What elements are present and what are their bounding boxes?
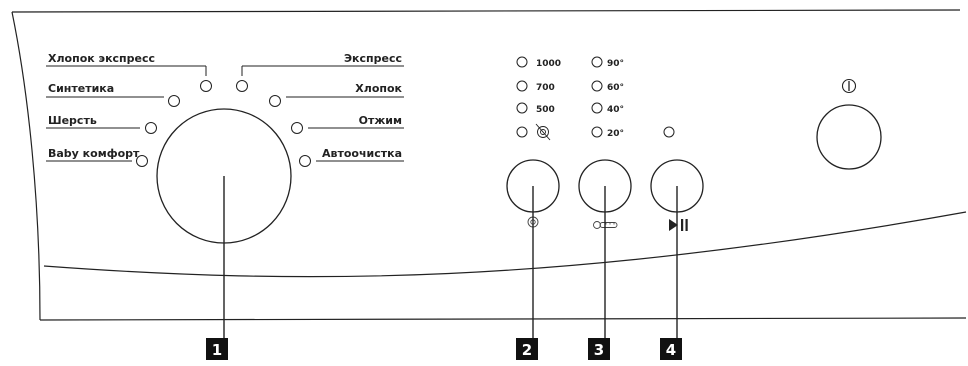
no-spin-icon bbox=[535, 123, 551, 141]
indicator-led bbox=[516, 126, 528, 138]
program-left-2[interactable]: Синтетика bbox=[46, 82, 180, 107]
temperature-label: 60° bbox=[607, 83, 624, 93]
program-indicator-led bbox=[200, 80, 212, 92]
indicator-led bbox=[591, 126, 603, 138]
program-left-3[interactable]: Шерсть bbox=[46, 114, 157, 134]
program-left-4[interactable]: Baby комфорт bbox=[46, 147, 148, 167]
program-indicator-led bbox=[145, 122, 157, 134]
panel-top-edge bbox=[11, 9, 961, 13]
play-pause-icon bbox=[669, 219, 688, 231]
spin-speed-indicators: 1000 700 500 bbox=[516, 56, 561, 141]
callout-number: 4 bbox=[666, 341, 676, 359]
callout-number: 3 bbox=[594, 341, 604, 359]
program-indicator-led bbox=[299, 155, 311, 167]
program-right-2[interactable]: Хлопок bbox=[269, 82, 405, 107]
callout-1: 1 bbox=[206, 338, 228, 360]
temperature-indicators: 90° 60° 40° 20° bbox=[591, 56, 624, 139]
indicator-led bbox=[516, 56, 528, 68]
program-label: Хлопок экспресс bbox=[48, 52, 155, 65]
program-right-4[interactable]: Автоочистка bbox=[299, 147, 405, 167]
spin-speed-1000: 1000 bbox=[516, 56, 561, 69]
program-label: Экспресс bbox=[344, 52, 402, 65]
indicator-led bbox=[516, 102, 528, 114]
program-indicator-led bbox=[136, 155, 148, 167]
indicator-led bbox=[591, 80, 603, 92]
callout-4: 4 bbox=[660, 338, 682, 360]
spin-speed-700: 700 bbox=[516, 80, 555, 93]
program-indicator-led bbox=[168, 95, 180, 107]
program-label: Синтетика bbox=[48, 82, 114, 95]
power-icon bbox=[841, 78, 857, 94]
thermometer-icon bbox=[593, 221, 618, 229]
program-indicator-led bbox=[291, 122, 303, 134]
program-label: Baby комфорт bbox=[48, 147, 140, 160]
temperature-label: 90° bbox=[607, 59, 624, 69]
panel-curve bbox=[43, 211, 967, 278]
indicator-led bbox=[591, 102, 603, 114]
temperature-label: 40° bbox=[607, 105, 624, 115]
program-label: Хлопок bbox=[355, 82, 402, 95]
power-button[interactable] bbox=[816, 104, 882, 170]
spin-icon bbox=[527, 216, 539, 228]
temperature-90: 90° bbox=[591, 56, 624, 69]
callout-number: 1 bbox=[212, 341, 222, 359]
program-right-3[interactable]: Отжим bbox=[291, 114, 405, 134]
program-right-1[interactable]: Экспресс bbox=[236, 52, 405, 92]
temperature-60: 60° bbox=[591, 80, 624, 93]
callout-number: 2 bbox=[522, 341, 532, 359]
program-indicator-led bbox=[236, 80, 248, 92]
spin-speed-label: 1000 bbox=[536, 59, 561, 69]
spin-speed-label: 700 bbox=[536, 83, 555, 93]
program-label: Автоочистка bbox=[322, 147, 402, 160]
program-left-1[interactable]: Хлопок экспресс bbox=[46, 52, 212, 92]
indicator-led bbox=[591, 56, 603, 68]
panel-bottom-edge bbox=[39, 317, 967, 321]
temperature-label: 20° bbox=[607, 129, 624, 139]
program-label: Шерсть bbox=[48, 114, 97, 127]
temperature-40: 40° bbox=[591, 102, 624, 115]
spin-speed-label: 500 bbox=[536, 105, 555, 115]
indicator-led bbox=[516, 80, 528, 92]
panel-left-edge bbox=[11, 11, 41, 321]
program-label: Отжим bbox=[359, 114, 402, 127]
spin-speed-off bbox=[516, 123, 551, 141]
spin-speed-500: 500 bbox=[516, 102, 555, 115]
callout-3: 3 bbox=[588, 338, 610, 360]
callout-2: 2 bbox=[516, 338, 538, 360]
program-indicator-led bbox=[269, 95, 281, 107]
start-pause-indicator-led bbox=[663, 126, 675, 138]
temperature-20: 20° bbox=[591, 126, 624, 139]
